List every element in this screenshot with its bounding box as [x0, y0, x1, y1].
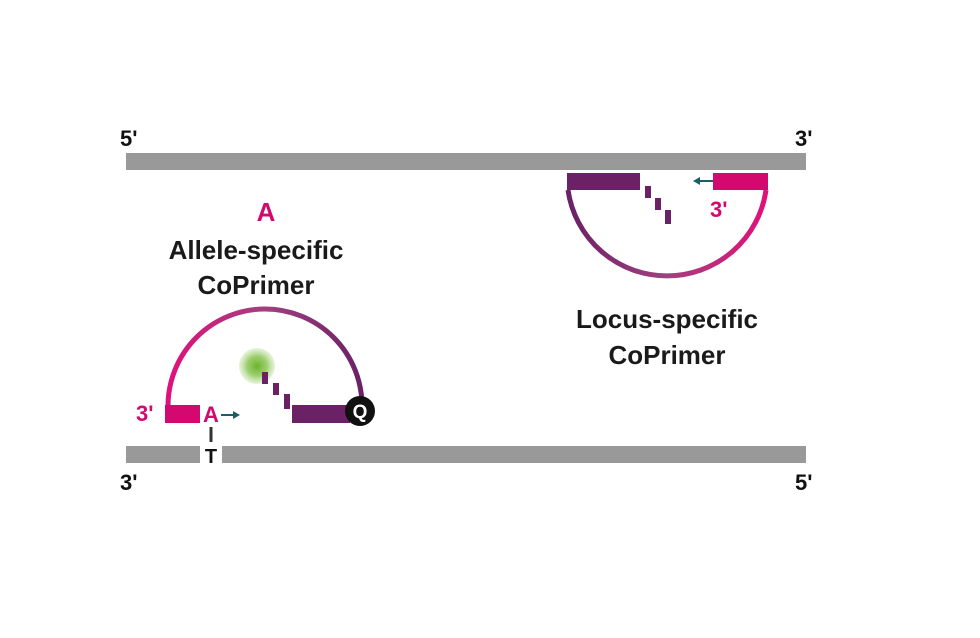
- locus-primer-block: [713, 173, 768, 190]
- locus-primer-arc: [565, 189, 769, 279]
- allele-capture-tick-2: [273, 383, 279, 395]
- bottom-strand-left-end: 3': [120, 470, 137, 495]
- top-strand: [126, 153, 806, 170]
- allele-capture-tick-3: [284, 394, 290, 409]
- locus-capture-block: [567, 173, 640, 190]
- quencher-label: Q: [353, 402, 368, 423]
- extension-arrow-icon: [693, 177, 713, 185]
- allele-primer-title-line1: Allele-specific: [169, 235, 344, 265]
- top-strand-left-end: 5': [120, 126, 137, 151]
- quencher-icon: [345, 396, 375, 426]
- allele-primer-3prime-label: 3': [136, 401, 153, 426]
- bottom-strand-right-end: 5': [795, 470, 812, 495]
- template-base: T: [205, 446, 217, 468]
- bottom-strand-right: [222, 446, 806, 463]
- locus-capture-tick-1: [645, 186, 651, 198]
- allele-letter: A: [257, 197, 276, 227]
- locus-capture-tick-2: [655, 198, 661, 210]
- locus-primer-3prime-label: 3': [710, 197, 727, 222]
- fluorophore-icon: [239, 348, 275, 384]
- allele-primer-title-line2: CoPrimer: [197, 270, 314, 300]
- allele-primer-block: [165, 405, 200, 423]
- locus-primer-title-line1: Locus-specific: [576, 304, 758, 334]
- locus-capture-tick-3: [665, 210, 671, 224]
- top-strand-right-end: 3': [795, 126, 812, 151]
- extension-arrow-icon: [221, 411, 240, 419]
- bottom-strand-left: [126, 446, 200, 463]
- allele-capture-tick-1: [262, 372, 268, 384]
- allele-primer-arc: [165, 306, 365, 407]
- locus-primer-title-line2: CoPrimer: [608, 340, 725, 370]
- allele-primer-terminal-base: A: [203, 402, 219, 427]
- allele-capture-block: [292, 405, 350, 423]
